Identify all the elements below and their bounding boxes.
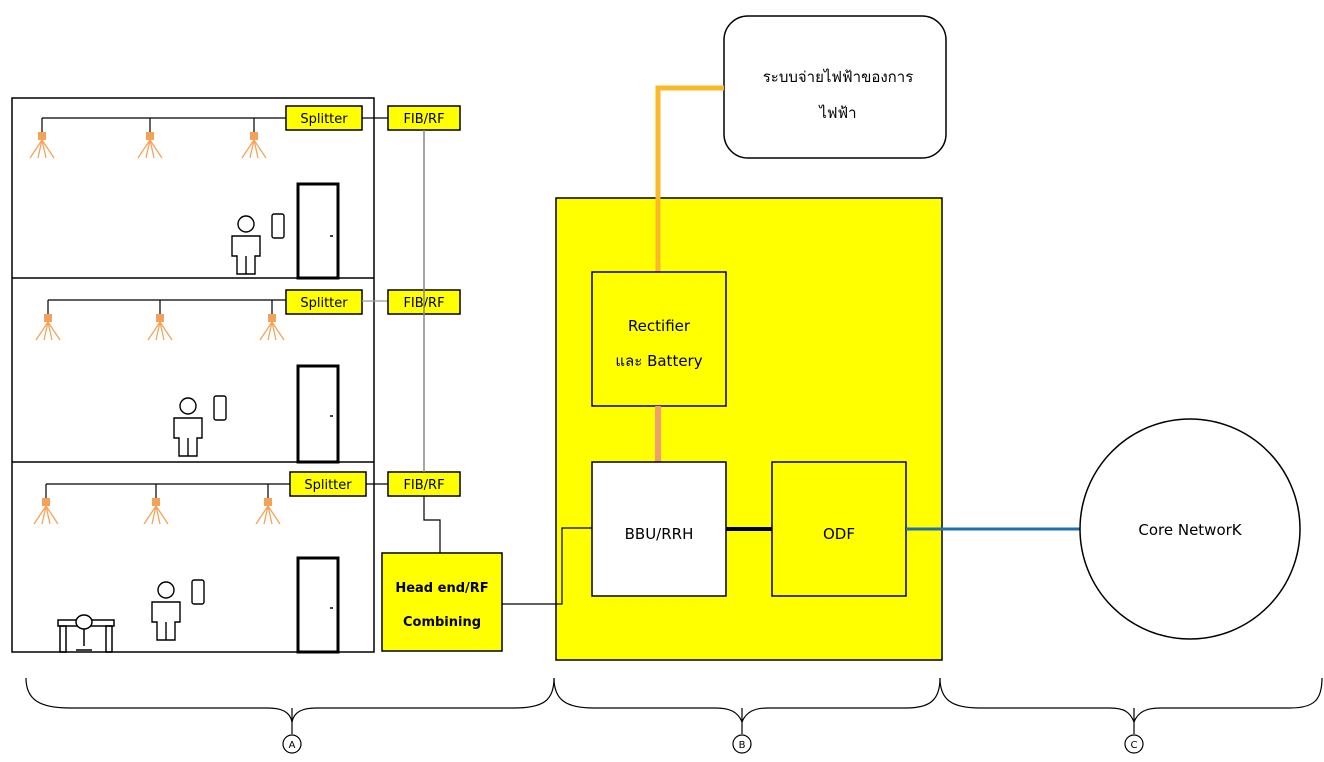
power-supply-label-line1: ระบบจ่ายไฟฟ้าของการ — [763, 68, 914, 86]
antenna-icon — [259, 300, 285, 341]
section-label-b: B — [732, 734, 752, 754]
fib-rf-floor-1: FIB/RF — [387, 105, 461, 131]
person-with-phone-icon — [151, 579, 205, 641]
bbu-rrh-box: BBU/RRH — [591, 461, 727, 597]
section-braces — [25, 677, 1323, 734]
svg-text:A: A — [289, 740, 296, 751]
svg-text:B: B — [739, 740, 746, 751]
fib-rf-floor-3-label: FIB/RF — [403, 478, 444, 493]
splitter-floor-2-label: Splitter — [300, 296, 348, 311]
antenna-icon — [33, 484, 59, 525]
antenna-icon — [29, 118, 55, 159]
splitter-floor-3: Splitter — [289, 471, 367, 497]
section-label-a: A — [282, 734, 302, 754]
odf-label: ODF — [823, 525, 855, 543]
door-floor-2 — [296, 364, 340, 464]
brace-b — [553, 677, 941, 724]
antenna-icon — [137, 118, 163, 159]
head-end-label-line1: Head end/RF — [395, 581, 488, 596]
building — [11, 97, 375, 654]
antenna-icon — [147, 300, 173, 341]
antenna-icon — [143, 484, 169, 525]
fib-rf-floor-3: FIB/RF — [387, 471, 461, 497]
svg-text:C: C — [1131, 740, 1138, 751]
splitter-floor-1: Splitter — [285, 105, 363, 131]
riser-to-headend — [423, 496, 441, 553]
rectifier-label-line1: Rectifier — [628, 317, 691, 335]
people — [151, 213, 285, 641]
rectifier-box: Rectifier และ Battery — [591, 271, 727, 407]
ac-power-line — [655, 85, 724, 272]
person-with-phone-icon — [173, 395, 227, 457]
door-floor-3 — [296, 556, 340, 654]
fib-rf-floor-1-label: FIB/RF — [403, 112, 444, 127]
brace-c — [939, 677, 1323, 724]
building-outline — [11, 97, 375, 653]
head-end-label-line2: Combining — [403, 615, 481, 630]
bbu-rrh-label: BBU/RRH — [625, 525, 694, 543]
door-floor-1 — [296, 182, 340, 280]
core-network-circle: Core NetworK — [1079, 418, 1301, 640]
antenna-icon — [35, 300, 61, 341]
splitter-floor-2: Splitter — [285, 289, 363, 315]
power-supply-box: ระบบจ่ายไฟฟ้าของการ ไฟฟ้า — [723, 15, 947, 159]
brace-a — [25, 677, 555, 723]
desk-icon — [57, 614, 115, 653]
headend-bbu-link — [502, 527, 592, 605]
antenna-icon — [241, 118, 267, 159]
splitter-floor-3-label: Splitter — [304, 478, 352, 493]
antenna-icon — [255, 484, 281, 525]
head-end-box: Head end/RF Combining — [381, 552, 503, 652]
splitter-floor-1-label: Splitter — [300, 112, 348, 127]
rectifier-label-line2: และ Battery — [615, 352, 702, 370]
antennas — [29, 118, 285, 525]
odf-box: ODF — [771, 461, 907, 597]
section-label-c: C — [1124, 734, 1144, 754]
power-supply-label-line2: ไฟฟ้า — [818, 104, 856, 122]
core-network-label: Core NetworK — [1138, 521, 1242, 539]
person-with-phone-icon — [231, 213, 285, 275]
